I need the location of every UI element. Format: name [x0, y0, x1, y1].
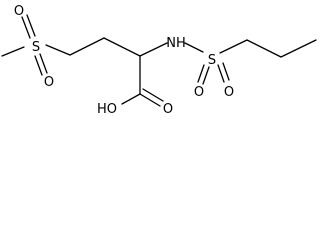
bond-nh-s: [184, 42, 204, 53]
bond-s-o-right-right-b: [222, 62, 230, 81]
bond-s-o-bottom-b: [39, 53, 48, 74]
atom-o-left-bottom: O: [44, 75, 54, 90]
bond-s-o-right-right-a: [217, 64, 225, 83]
bond-s-o-right-left-a: [197, 64, 205, 83]
bond-methyl-s: [1, 46, 25, 57]
bond-s-o-top-b: [26, 14, 36, 37]
bonds: [1, 14, 317, 107]
atom-o-left-top: O: [14, 4, 24, 19]
bond-ch2-ch2: [69, 37, 105, 56]
molecule-structure-diagram: O S O NH S O O HO O: [1, 4, 317, 117]
atom-s-right: S: [208, 53, 216, 68]
bond-c-oh: [121, 93, 141, 105]
bond-ch-nh: [139, 42, 168, 57]
bond-s-o-top-a: [21, 16, 31, 39]
bond-ch2-ch: [103, 37, 141, 57]
atom-nh: NH: [166, 36, 186, 51]
bond-c1-c2: [246, 39, 282, 58]
bond-s-ch2: [45, 44, 71, 56]
atom-labels: O S O NH S O O HO O: [14, 4, 234, 117]
bond-c2-c3: [280, 39, 317, 58]
bond-s-o-bottom-a: [34, 55, 43, 76]
bond-s-c1: [219, 39, 248, 54]
bond-s-o-right-left-b: [202, 66, 210, 85]
bond-c-o-carbonyl-a: [139, 93, 161, 107]
atom-ho: HO: [97, 102, 117, 117]
atom-o-right-right: O: [224, 85, 234, 100]
bond-c-o-carbonyl-b: [142, 88, 164, 102]
atom-o-carbonyl: O: [163, 102, 173, 117]
atom-o-right-left: O: [194, 85, 204, 100]
atom-s-left: S: [32, 40, 40, 55]
